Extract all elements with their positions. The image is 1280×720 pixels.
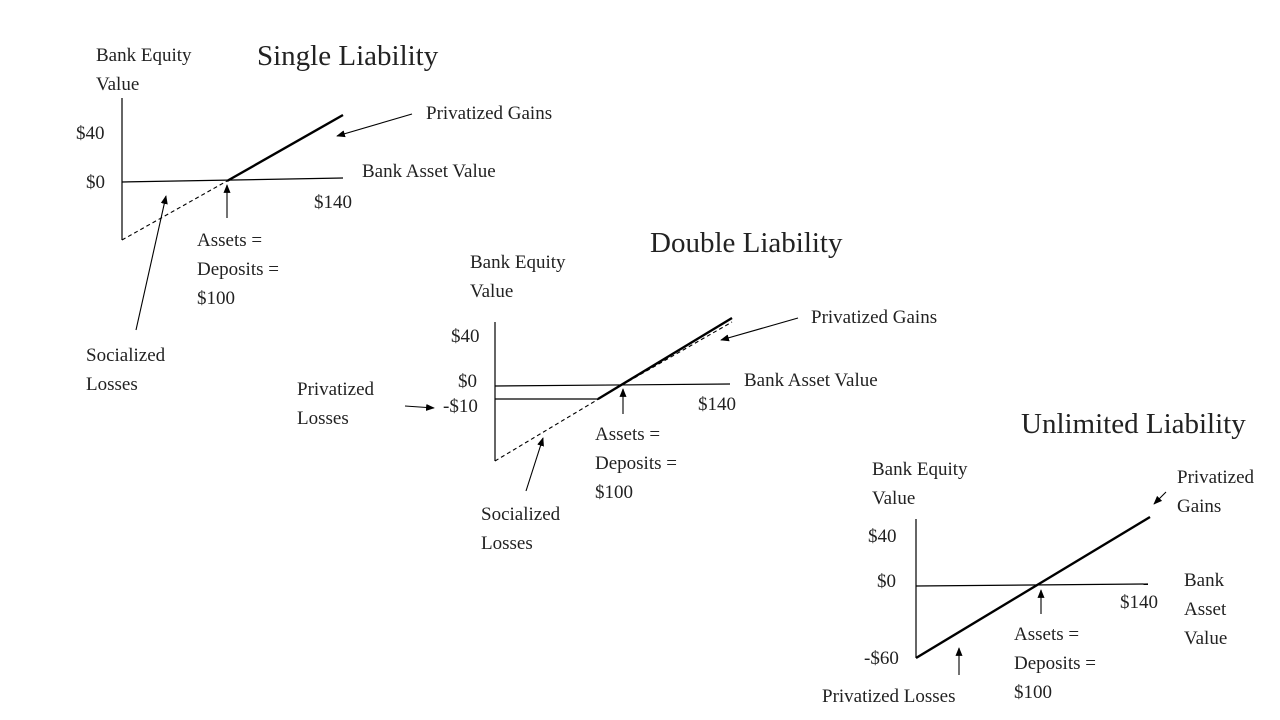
single-losses-label: Socialized Losses (86, 345, 166, 395)
double-gains-line (597, 316, 733, 401)
double-priv-losses-arrow (404, 403, 435, 411)
double-soc-losses-label: Socialized Losses (481, 504, 561, 554)
single-liability-panel (121, 98, 413, 331)
single-x-axis-label: Bank Asset Value (362, 161, 496, 182)
double-liability-title: Double Liability (650, 227, 843, 259)
unlimited-gains-label: Privatized Gains (1177, 467, 1255, 517)
double-priv-losses-label: Privatized Losses (297, 379, 375, 429)
unlimited-x-axis-label: Bank Asset Value (1184, 570, 1228, 649)
double-tick-neg10: -$10 (443, 396, 478, 417)
unlimited-y-axis-label: Bank Equity Value (872, 459, 968, 509)
unlimited-tick-40: $40 (868, 526, 897, 547)
double-tick-40: $40 (451, 326, 480, 347)
single-losses-dashed-line (121, 180, 228, 241)
single-gains-label: Privatized Gains (426, 103, 553, 124)
unlimited-tick-0: $0 (877, 571, 896, 592)
double-gains-label: Privatized Gains (811, 307, 938, 328)
unlimited-gains-arrow (1153, 491, 1167, 505)
double-gains-arrow (720, 317, 799, 342)
unlimited-equity-line (915, 515, 1151, 660)
unlimited-x-axis (915, 583, 1149, 587)
double-x-axis-label: Bank Asset Value (744, 370, 878, 391)
double-tick-140: $140 (698, 394, 736, 415)
unlimited-liability-title: Unlimited Liability (1021, 408, 1246, 440)
double-reference-dashed-upper (621, 321, 733, 386)
single-liability-title: Single Liability (257, 40, 439, 72)
single-losses-arrow (135, 195, 168, 331)
single-tick-40: $40 (76, 123, 105, 144)
double-liability-panel (404, 316, 799, 492)
double-losses-dashed-line (494, 384, 623, 462)
single-tick-140: $140 (314, 192, 352, 213)
single-gains-line (226, 113, 344, 183)
double-tick-0: $0 (458, 371, 477, 392)
double-soc-losses-arrow (525, 437, 544, 492)
double-breakeven-label: Assets = Deposits = $100 (595, 424, 677, 503)
double-y-axis-label: Bank Equity Value (470, 252, 566, 302)
unlimited-breakeven-label: Assets = Deposits = $100 (1014, 624, 1096, 703)
single-y-axis-label: Bank Equity Value (96, 45, 192, 95)
single-gains-arrow (336, 113, 413, 138)
unlimited-tick-140: $140 (1120, 592, 1158, 613)
unlimited-losses-label: Privatized Losses (822, 686, 956, 707)
double-x-axis (494, 383, 731, 387)
unlimited-tick-neg60: -$60 (864, 648, 899, 669)
unlimited-liability-panel (915, 491, 1167, 675)
single-breakeven-label: Assets = Deposits = $100 (197, 230, 279, 309)
single-tick-0: $0 (86, 172, 105, 193)
single-x-axis (121, 177, 344, 183)
